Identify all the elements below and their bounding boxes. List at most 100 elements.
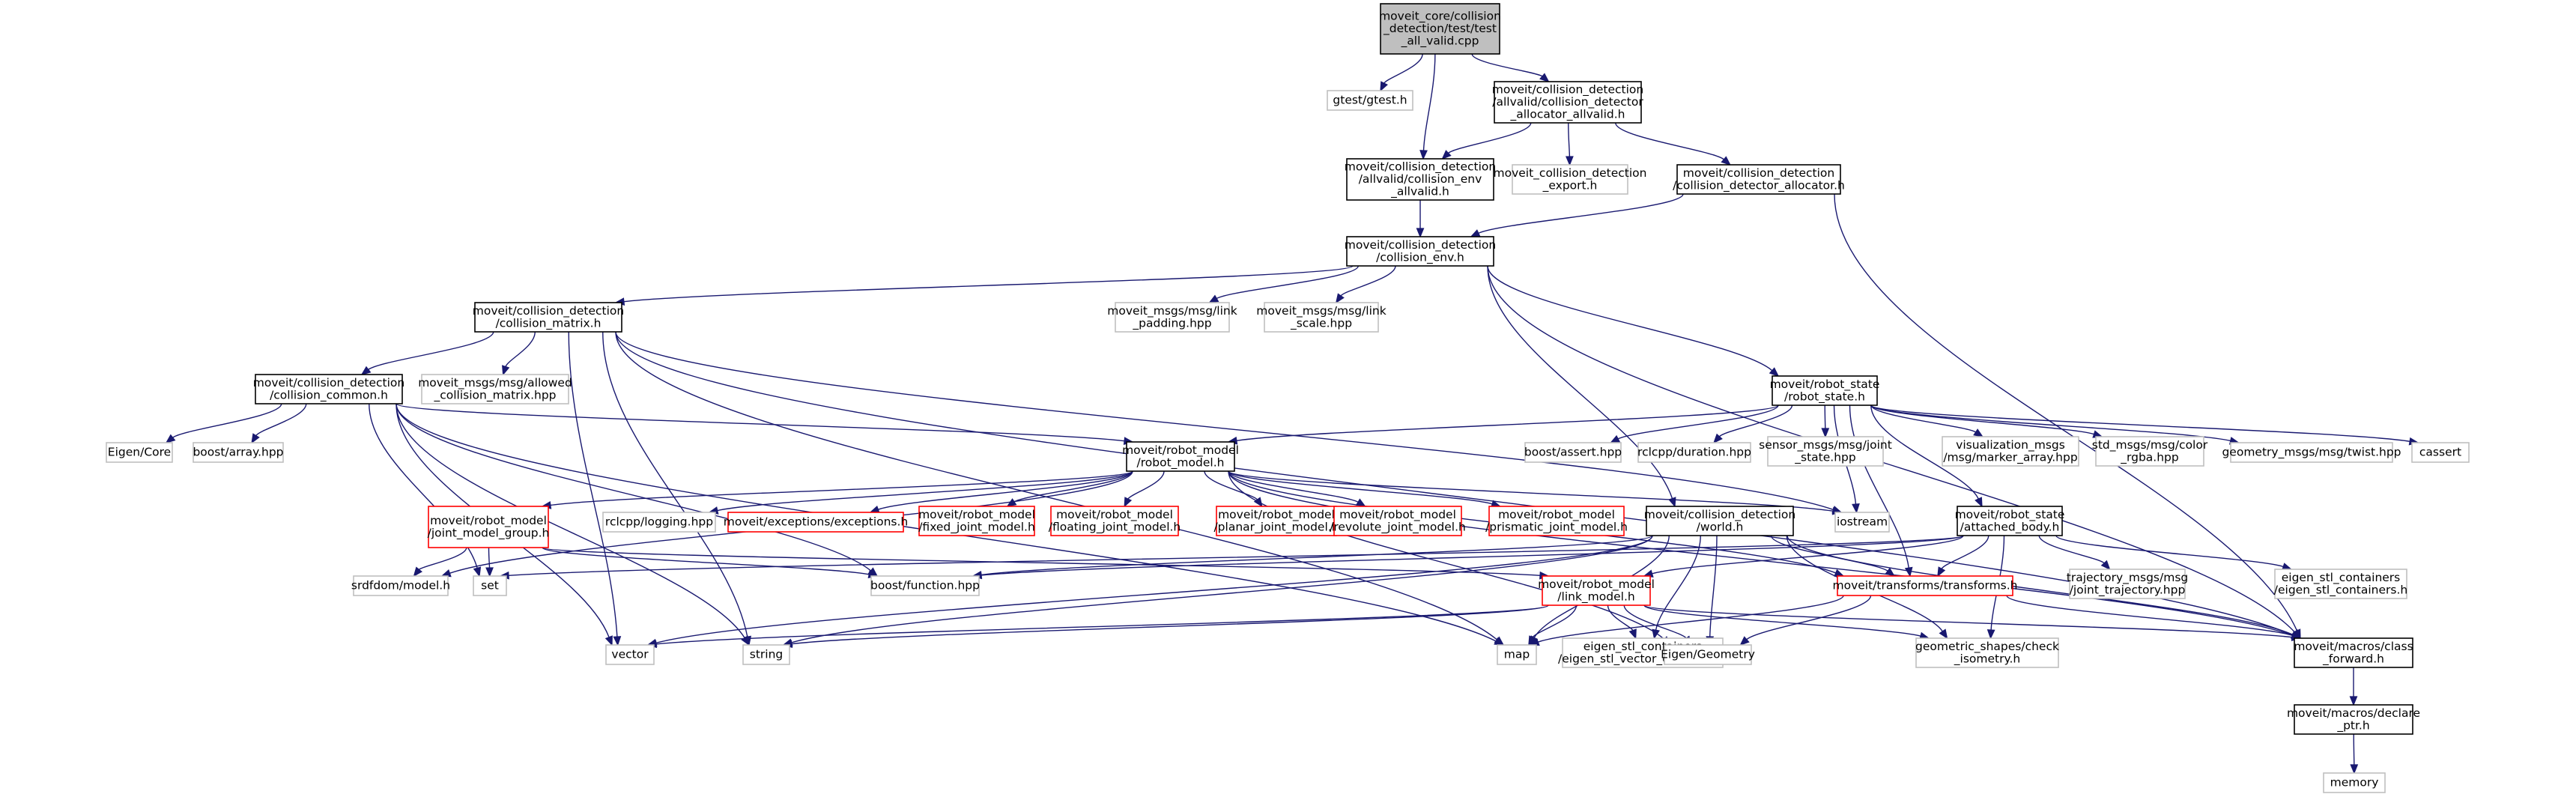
node-allowed-cm[interactable]: moveit_msgs/msg/allowed_collision_matrix… <box>418 374 572 404</box>
edge-line <box>418 547 467 570</box>
edge-arrowhead <box>1937 566 1946 578</box>
node-exceptions[interactable]: moveit/exceptions/exceptions.h <box>724 512 909 533</box>
node-label-line: /planar_joint_model.h <box>1213 520 1339 534</box>
edge-line <box>368 331 494 370</box>
node-vector[interactable]: vector <box>605 644 655 665</box>
node-attached-body[interactable]: moveit/robot_state/attached_body.h <box>1955 506 2065 536</box>
node-label-line: /fixed_joint_model.h <box>918 520 1035 534</box>
edge-line <box>568 331 618 637</box>
node-collision-matrix[interactable]: moveit/collision_detection/collision_mat… <box>473 302 624 333</box>
node-rclcpp-duration[interactable]: rclcpp/duration.hpp <box>1637 442 1751 463</box>
node-label-line: moveit/robot_model <box>918 508 1035 522</box>
node-cd-alloc-allvalid[interactable]: moveit/collision_detection/allvalid/coll… <box>1492 81 1644 124</box>
node-robot-state[interactable]: moveit/robot_state/robot_state.h <box>1770 375 1880 406</box>
node-label-line: moveit/collision_detection <box>1644 508 1795 522</box>
node-box <box>1488 506 1625 536</box>
node-marker-array[interactable]: visualization_msgs/msg/marker_array.hpp <box>1942 436 2079 467</box>
node-revolute-jm[interactable]: moveit/robot_model/revolute_joint_model.… <box>1330 506 1466 536</box>
node-label-line: moveit/robot_model <box>1122 443 1239 458</box>
node-label-line: _forward.h <box>2322 652 2384 666</box>
edge-line <box>1478 193 1684 234</box>
node-joint-state[interactable]: sensor_msgs/msg/joint_state.hpp <box>1759 436 1892 467</box>
node-trajectory[interactable]: trajectory_msgs/msg/joint_trajectory.hpp <box>2067 569 2189 599</box>
edge-robot-model-to-floating-jm <box>1124 470 1165 508</box>
node-iostream[interactable]: iostream <box>1834 512 1890 533</box>
node-cenv-allvalid[interactable]: moveit/collision_detection/allvalid/coll… <box>1345 158 1496 201</box>
node-memory[interactable]: memory <box>2323 772 2386 793</box>
node-label-line: moveit_collision_detection <box>1494 166 1647 181</box>
edge-attached-body-to-transforms <box>1937 535 1989 578</box>
node-box <box>1346 158 1494 201</box>
node-robot-model[interactable]: moveit/robot_model/robot_model.h <box>1122 441 1239 472</box>
edge-line <box>1849 404 1909 569</box>
edge-line <box>1643 604 2293 638</box>
node-cd-allocator[interactable]: moveit/collision_detection/collision_det… <box>1673 164 1845 195</box>
edge-collision-matrix-to-iostream <box>615 331 1843 514</box>
node-box <box>353 575 449 596</box>
node-link-padding[interactable]: moveit_msgs/msg/link_padding.hpp <box>1107 302 1237 333</box>
node-world[interactable]: moveit/collision_detection/world.h <box>1644 506 1795 536</box>
node-boost-function[interactable]: boost/function.hpp <box>870 575 980 596</box>
node-eigen-geometry[interactable]: Eigen/Geometry <box>1661 644 1755 665</box>
node-cassert[interactable]: cassert <box>2411 442 2470 463</box>
node-label-line: /revolute_joint_model.h <box>1330 520 1466 534</box>
node-class-forward[interactable]: moveit/macros/class_forward.h <box>2294 637 2413 668</box>
node-label-line: /allvalid/collision_detector <box>1492 95 1643 109</box>
edge-cd-allocator-to-collision-env <box>1470 193 1684 237</box>
node-box <box>2095 436 2204 467</box>
edge-collision-common-to-boost-function <box>396 403 879 578</box>
node-set[interactable]: set <box>473 575 507 596</box>
node-collision-common[interactable]: moveit/collision_detection/collision_com… <box>253 374 404 404</box>
edge-line <box>1127 470 1165 500</box>
edge-line <box>396 403 872 572</box>
node-label-line: Eigen/Geometry <box>1661 648 1755 661</box>
node-label-line: rclcpp/logging.hpp <box>605 515 713 529</box>
node-link-model[interactable]: moveit/robot_model/link_model.h <box>1538 575 1655 606</box>
node-joint-model-group[interactable]: moveit/robot_model/joint_model_group.h <box>428 506 550 548</box>
node-box <box>2411 442 2470 463</box>
node-eigen-stl[interactable]: eigen_stl_containers/eigen_stl_container… <box>2274 569 2408 599</box>
edge-collision-matrix-to-collision-common <box>360 331 494 375</box>
node-floating-jm[interactable]: moveit/robot_model/floating_joint_model.… <box>1049 506 1181 536</box>
node-declare-ptr[interactable]: moveit/macros/declare_ptr.h <box>2287 704 2420 735</box>
node-label-line: _state.hpp <box>1794 450 1855 464</box>
node-cd-export[interactable]: moveit_collision_detection_export.h <box>1494 164 1647 195</box>
node-link-scale[interactable]: moveit_msgs/msg/link_scale.hpp <box>1256 302 1387 333</box>
node-rclcpp-logging[interactable]: rclcpp/logging.hpp <box>602 512 716 533</box>
node-transforms[interactable]: moveit/transforms/transforms.h <box>1833 575 2018 596</box>
node-map[interactable]: map <box>1497 644 1537 665</box>
edge-cd-alloc-allvalid-to-cd-allocator <box>1615 122 1731 166</box>
node-planar-jm[interactable]: moveit/robot_model/planar_joint_model.h <box>1213 506 1339 536</box>
node-twist[interactable]: geometry_msgs/msg/twist.hpp <box>2222 442 2401 463</box>
node-label-line: moveit/collision_detection <box>1492 83 1643 97</box>
edge-line <box>1340 265 1396 297</box>
node-string[interactable]: string <box>742 644 790 665</box>
node-label-line: /link_model.h <box>1557 590 1634 604</box>
node-color-rgba[interactable]: std_msgs/msg/color_rgba.hpp <box>2092 436 2208 467</box>
node-gtest[interactable]: gtest/gtest.h <box>1327 90 1413 111</box>
edge-arrowhead <box>2349 696 2358 706</box>
node-box <box>1837 575 2013 596</box>
edge-line <box>508 535 1964 576</box>
edge-line <box>791 535 1653 643</box>
node-label-line: moveit/robot_model <box>1339 508 1456 522</box>
edge-arrowhead <box>473 566 482 578</box>
node-fixed-jm[interactable]: moveit/robot_model/fixed_joint_model.h <box>918 506 1035 536</box>
node-label-line: /eigen_stl_containers.h <box>2274 583 2408 597</box>
node-srdfdom[interactable]: srdfdom/model.h <box>351 575 450 596</box>
node-boost-array[interactable]: boost/array.hpp <box>193 442 284 463</box>
node-prismatic-jm[interactable]: moveit/robot_model/prismatic_joint_model… <box>1485 506 1628 536</box>
node-root[interactable]: moveit_core/collision_detection/test/tes… <box>1379 3 1501 55</box>
node-box <box>1126 441 1235 472</box>
node-layer: moveit_core/collision_detection/test/tes… <box>106 3 2470 793</box>
node-collision-env[interactable]: moveit/collision_detection/collision_env… <box>1345 236 1496 267</box>
edge-line <box>542 547 870 575</box>
edge-line <box>1236 404 1779 441</box>
node-eigen-core[interactable]: Eigen/Core <box>106 442 173 463</box>
edge-transforms-to-eigen-geometry <box>1739 595 1872 646</box>
node-boost-assert[interactable]: boost/assert.hpp <box>1524 442 1622 463</box>
node-label-line: string <box>750 648 784 661</box>
node-label-line: /robot_state.h <box>1784 390 1865 404</box>
node-check-isometry[interactable]: geometric_shapes/check_isometry.h <box>1915 637 2059 668</box>
